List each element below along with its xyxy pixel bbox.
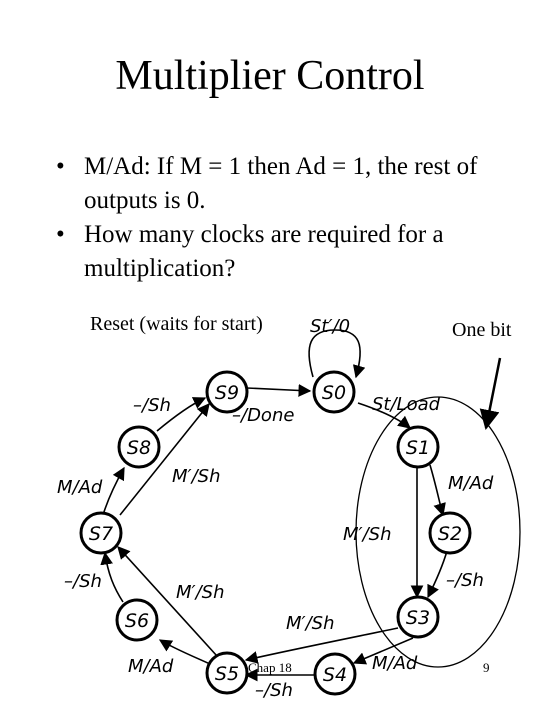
label-s1-s2: M/Ad [448, 473, 494, 494]
state-s1 [396, 425, 440, 469]
one-bit-ellipse [355, 396, 521, 668]
edge-s3-s4 [352, 637, 414, 665]
edge-s7-s9 [119, 403, 210, 516]
edge-s1-s2 [429, 464, 446, 517]
state-s7 [79, 511, 123, 555]
edge-s6-s7 [100, 551, 124, 603]
edge-s7-s8 [102, 466, 125, 516]
edge-s5-s6 [158, 639, 211, 665]
bullet-marker: • [56, 153, 65, 180]
label-s9-s0: –/Done [232, 405, 294, 426]
state-s4 [313, 652, 357, 696]
state-s2 [428, 511, 472, 555]
one-bit-annotation: One bit [452, 319, 512, 341]
one-bit-arrow [479, 357, 502, 430]
edge-s9-s0 [246, 384, 312, 397]
state-label-s9: S9 [215, 382, 239, 404]
state-label-s2: S2 [438, 523, 462, 545]
state-label-s3: S3 [406, 607, 430, 629]
state-label-s8: S8 [127, 437, 151, 459]
footer-chapter: Chap 18 [248, 660, 292, 675]
label-s3-s4: M/Ad [372, 653, 418, 674]
state-label-s4: S4 [323, 664, 347, 686]
label-s0-self: St′/0 [310, 316, 350, 337]
label-s6-s7: –/Sh [64, 571, 102, 592]
state-s9 [205, 370, 249, 414]
state-s8 [117, 425, 161, 469]
state-label-s6: S6 [125, 610, 149, 632]
edge-s0-self [308, 329, 366, 379]
bullet-marker: • [56, 221, 65, 248]
edge-s3-s5 [244, 627, 399, 664]
reset-annotation: Reset (waits for start) [90, 313, 263, 335]
bullet-item: • M/Ad: If M = 1 then Ad = 1, the rest o… [56, 150, 526, 218]
label-s8-s9: –/Sh [133, 395, 171, 416]
edge-s2-s3 [427, 550, 448, 599]
edge-s5-s7 [117, 546, 218, 657]
state-s5 [205, 651, 249, 695]
label-s0-s1: St/Load [372, 394, 441, 415]
state-s6 [115, 598, 159, 642]
label-s7-s8: M/Ad [57, 477, 103, 498]
bullet-text: How many clocks are required for a multi… [84, 221, 444, 282]
state-s0 [312, 370, 356, 414]
footer-page-number: 9 [483, 660, 490, 675]
state-label-s0: S0 [322, 382, 346, 404]
label-s5-s7: M′/Sh [176, 582, 225, 603]
edge-s0-s1 [357, 402, 411, 429]
label-s2-s3: –/Sh [446, 570, 484, 591]
state-label-s1: S1 [406, 437, 430, 459]
edge-s8-s9 [156, 397, 207, 432]
bullet-item: • How many clocks are required for a mul… [56, 218, 526, 286]
label-s1-s3: M′/Sh [343, 524, 392, 545]
state-label-s5: S5 [215, 663, 239, 685]
slide-title: Multiplier Control [115, 53, 425, 99]
state-s3 [396, 595, 440, 639]
state-label-s7: S7 [89, 523, 113, 545]
bullet-list: • M/Ad: If M = 1 then Ad = 1, the rest o… [56, 150, 526, 286]
label-s5-s6: M/Ad [128, 656, 174, 677]
label-s7-s9: M′/Sh [172, 466, 221, 487]
label-s3-s5: M′/Sh [286, 613, 335, 634]
label-s4-s5: –/Sh [255, 680, 293, 701]
bullet-text: M/Ad: If M = 1 then Ad = 1, the rest of … [84, 153, 478, 214]
